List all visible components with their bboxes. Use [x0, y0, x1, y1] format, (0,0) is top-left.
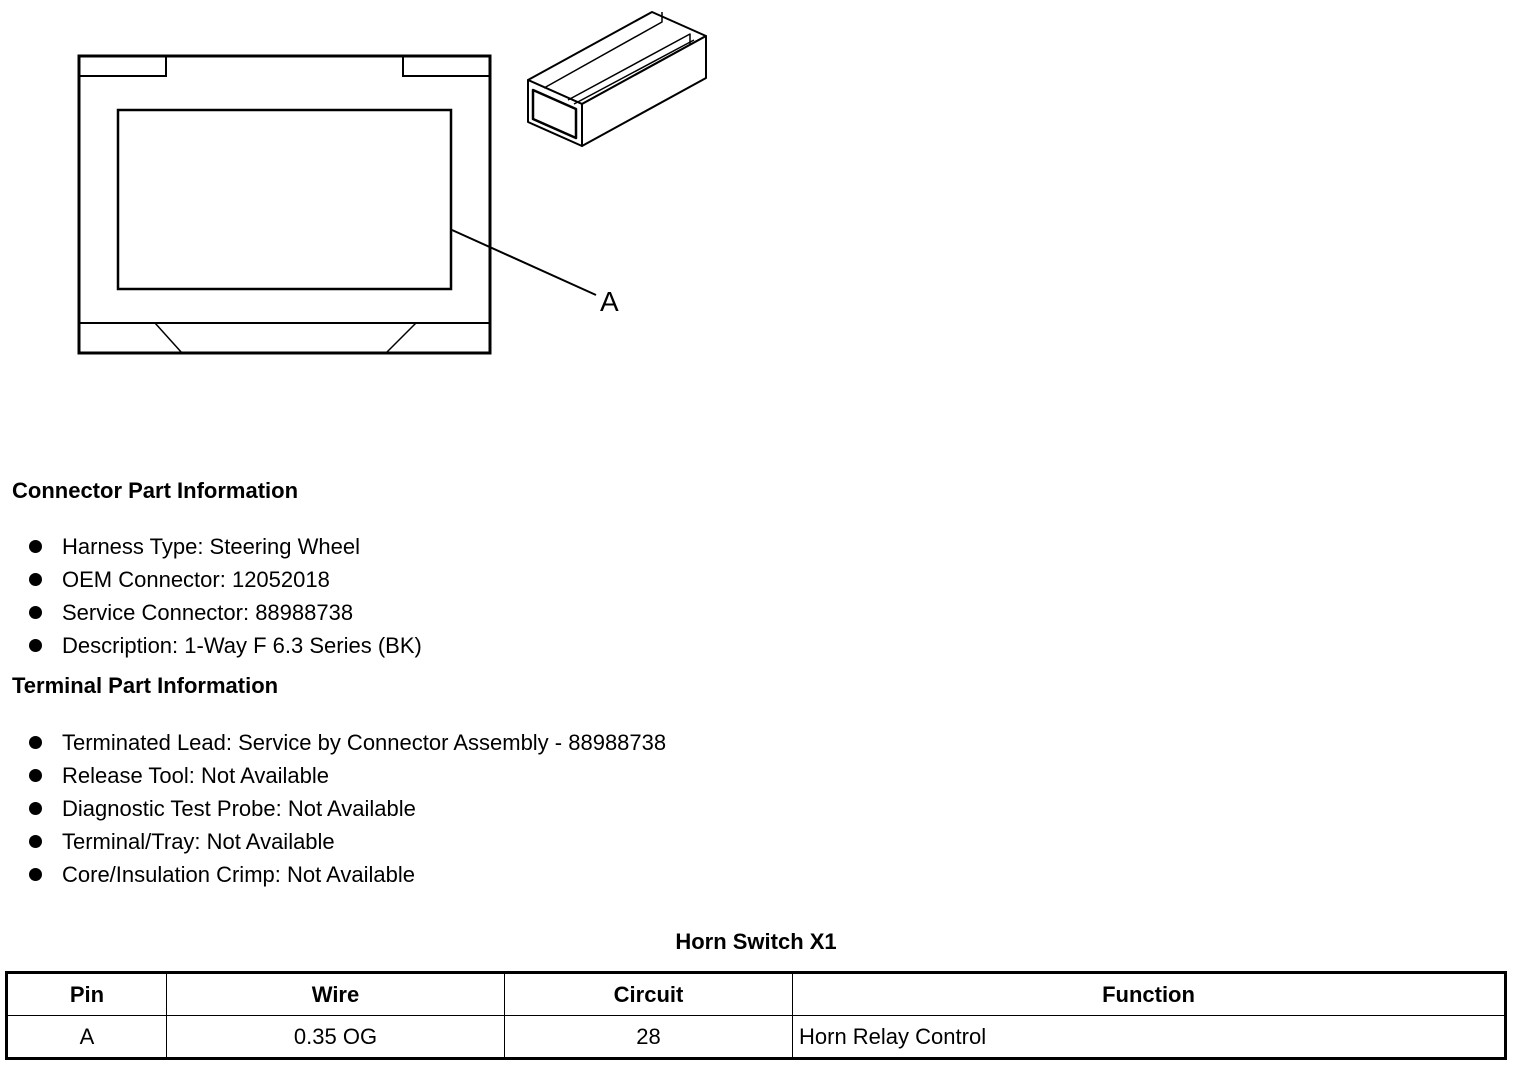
bullet-icon: [29, 868, 42, 881]
header-circuit: Circuit: [504, 972, 793, 1016]
list-item: OEM Connector: 12052018: [26, 563, 422, 596]
bullet-icon: [29, 802, 42, 815]
bullet-icon: [29, 835, 42, 848]
list-item-text: Service Connector: 88988738: [62, 600, 354, 625]
front-opening: [531, 88, 578, 140]
list-item-text: Harness Type: Steering Wheel: [62, 534, 360, 559]
header-function: Function: [792, 972, 1506, 1016]
bullet-icon: [29, 606, 42, 619]
header-pin: Pin: [6, 972, 167, 1016]
bullet-icon: [29, 736, 42, 749]
bullet-icon: [29, 769, 42, 782]
list-item: Release Tool: Not Available: [26, 759, 666, 792]
terminal-info-list: Terminated Lead: Service by Connector As…: [26, 726, 666, 891]
header-wire: Wire: [166, 972, 505, 1016]
list-item-text: Release Tool: Not Available: [62, 763, 330, 788]
bullet-icon: [29, 639, 42, 652]
list-item-text: Diagnostic Test Probe: Not Available: [62, 796, 416, 821]
callout-label-a: A: [600, 286, 619, 317]
list-item-text: Description: 1-Way F 6.3 Series (BK): [62, 633, 422, 658]
pin-table: Pin Wire Circuit Function A 0.35 OG 28 H…: [5, 971, 1507, 1060]
table-row: A 0.35 OG 28 Horn Relay Control: [6, 1015, 1506, 1059]
list-item: Terminal/Tray: Not Available: [26, 825, 666, 858]
bullet-icon: [29, 540, 42, 553]
terminal-info-title: Terminal Part Information: [12, 673, 279, 698]
list-item: Service Connector: 88988738: [26, 596, 422, 629]
cell-circuit: 28: [504, 1015, 793, 1059]
list-item: Description: 1-Way F 6.3 Series (BK): [26, 629, 422, 662]
bullet-icon: [29, 573, 42, 586]
list-item-text: Terminated Lead: Service by Connector As…: [62, 730, 667, 755]
cell-pin: A: [6, 1015, 167, 1059]
connector-diagram: A: [77, 11, 707, 355]
connector-3d-view: [527, 11, 707, 147]
top-right-latch: [402, 56, 490, 77]
list-item-text: Core/Insulation Crimp: Not Available: [62, 862, 415, 887]
bottom-right-bevel: [385, 322, 417, 354]
pin-table-caption: Horn Switch X1: [675, 929, 837, 954]
cell-function: Horn Relay Control: [792, 1015, 1506, 1059]
connector-face-view: [77, 54, 597, 355]
rail-groove: [573, 39, 695, 105]
table-header-row: Pin Wire Circuit Function: [6, 972, 1506, 1016]
connector-info-title: Connector Part Information: [12, 478, 299, 503]
list-item-text: OEM Connector: 12052018: [62, 567, 330, 592]
top-rail-outer: [543, 12, 663, 89]
connector-outer-body: [77, 54, 492, 355]
list-item: Diagnostic Test Probe: Not Available: [26, 792, 666, 825]
cell-wire: 0.35 OG: [166, 1015, 505, 1059]
terminal-cavity-a: [116, 108, 453, 291]
list-item: Terminated Lead: Service by Connector As…: [26, 726, 666, 759]
callout-leader-line: [451, 229, 597, 296]
list-item: Harness Type: Steering Wheel: [26, 530, 422, 563]
bottom-left-bevel: [154, 322, 183, 354]
list-item-text: Terminal/Tray: Not Available: [62, 829, 335, 854]
top-left-latch: [79, 56, 167, 77]
top-rail-inner: [567, 33, 691, 101]
list-item: Core/Insulation Crimp: Not Available: [26, 858, 666, 891]
connector-info-list: Harness Type: Steering Wheel OEM Connect…: [26, 530, 422, 662]
